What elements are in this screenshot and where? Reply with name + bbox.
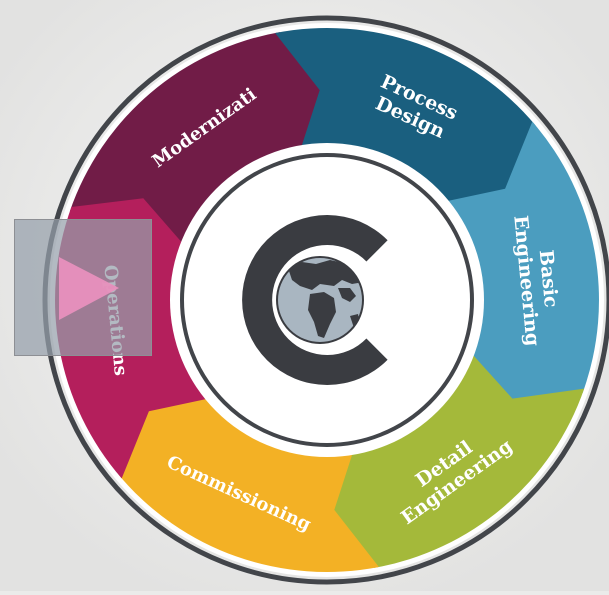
video-play-overlay[interactable] [14,219,152,356]
globe-c-logo-icon [242,214,388,385]
segment-commissioning [118,395,379,572]
segment-modernization [69,32,324,252]
segment-detail-engineering [330,348,585,568]
globe-land-icon [288,260,363,338]
c-letter-shape [242,214,388,385]
play-icon[interactable] [15,220,153,357]
inner-ring [180,153,474,447]
segment-process-design [275,28,536,205]
